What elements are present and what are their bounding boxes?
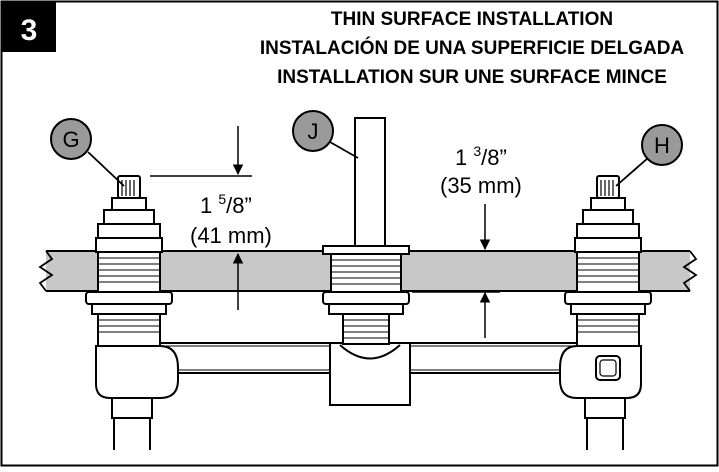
spout-shank: [322, 117, 410, 345]
title-spanish: INSTALACIÓN DE UNA SUPERFICIE DELGADA: [260, 37, 685, 59]
title-french: INSTALLATION SUR UNE SURFACE MINCE: [277, 67, 667, 88]
dimension-right-metric: (35 mm): [440, 173, 522, 198]
dimension-right-fraction: 1 3/8”: [455, 143, 507, 170]
dimension-right: 1 3/8” (35 mm): [412, 143, 522, 338]
callout-h: H: [615, 124, 683, 187]
callout-h-letter: H: [654, 133, 670, 158]
title-english: THIN SURFACE INSTALLATION: [331, 9, 613, 30]
callout-j-letter: J: [308, 119, 319, 144]
dimension-left-metric: (41 mm): [190, 223, 272, 248]
dimension-left-fraction: 1 5/8”: [200, 191, 252, 218]
step-badge: 3: [2, 2, 56, 52]
left-valve: [85, 175, 179, 450]
callout-g: G: [50, 118, 125, 187]
callout-g-letter: G: [62, 127, 79, 152]
step-number: 3: [21, 14, 38, 47]
callout-j: J: [292, 110, 359, 159]
dimension-left: 1 5/8” (41 mm): [150, 126, 272, 310]
waterway-pipes: [159, 342, 581, 406]
right-valve: [559, 175, 652, 450]
